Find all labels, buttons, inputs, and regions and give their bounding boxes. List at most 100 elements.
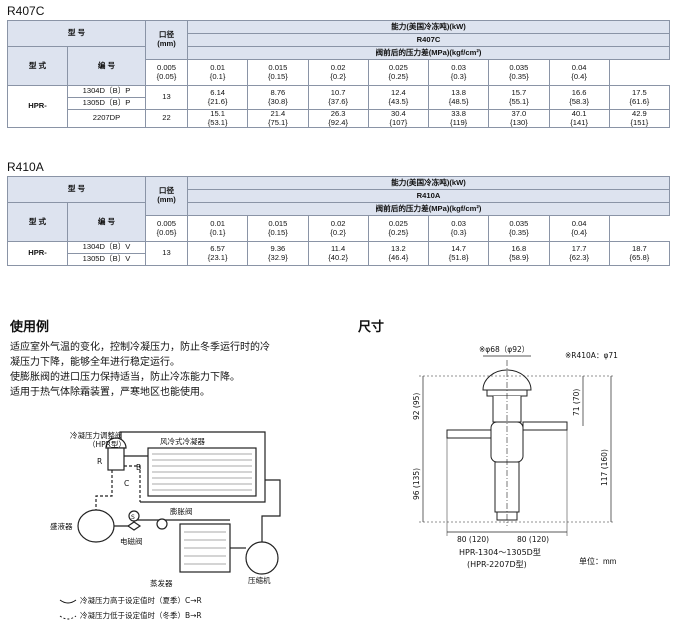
pressure-header: 0.02{0.2} [307, 59, 369, 86]
usage-line-3: 使膨胀阀的进口压力保持适当，防止冷冻能力下降。 [10, 372, 240, 383]
label-valve: 冷凝压力调整阀 [70, 430, 123, 440]
pressure-header: 0.035{0.35} [488, 59, 550, 86]
header-code: 编 号 [67, 202, 146, 242]
capacity-cell: 15.1{53.1} [186, 108, 249, 129]
port-cell: 13 [145, 241, 188, 266]
header-capacity: 能力(美国冷冻吨)(kW) [187, 176, 670, 190]
dimension-drawing: ※R410A：φ71 ※φ68（φ92） 92 (95) 96 (135) 71… [412, 345, 618, 569]
capacity-cell: 13.8{48.5} [427, 85, 490, 110]
capacity-cell: 11.4{40.2} [307, 241, 369, 266]
capacity-cell: 40.1{141} [548, 108, 610, 129]
port-cell: 22 [145, 108, 188, 129]
solenoid-mark: S [131, 514, 135, 521]
header-type: 型 式 [7, 202, 68, 242]
valve-body [107, 447, 125, 471]
header-pressure: 阀前后的压力差(MPa)(kgf/cm²) [187, 46, 670, 60]
pressure-header: 0.03{0.3} [427, 215, 490, 242]
type-cell: HPR- [7, 241, 68, 266]
dim-right-upper: 71 (70) [572, 389, 581, 416]
pressure-header: 0.03{0.3} [427, 59, 490, 86]
pressure-header: 0.04{0.4} [548, 215, 610, 242]
note-r410a: ※R410A：φ71 [565, 351, 618, 360]
capacity-cell: 6.14{21.6} [186, 85, 249, 110]
pipe-right [522, 421, 568, 431]
expansion-valve-symbol [156, 518, 168, 530]
dim-diameter: ※φ68（φ92） [479, 345, 529, 354]
pressure-header: 0.005{0.05} [145, 215, 188, 242]
label-evaporator: 蒸发器 [150, 578, 173, 588]
dim-left-upper: 92 (95) [412, 393, 421, 420]
pressure-header: 0.01{0.1} [186, 59, 249, 86]
dim-right-total: 117 (160) [600, 449, 609, 486]
usage-line-2: 凝压力下降，能够全年进行稳定运行。 [10, 357, 180, 368]
valve-dome-outline [482, 369, 532, 391]
header-code: 编 号 [67, 46, 146, 86]
pressure-header: 0.01{0.1} [186, 215, 249, 242]
pressure-header: 0.015{0.15} [247, 215, 309, 242]
header-pressure: 阀前后的压力差(MPa)(kgf/cm²) [187, 202, 670, 216]
usage-line-4: 适用于热气体除霜装置，严寒地区也能使用。 [10, 387, 210, 398]
usage-title: 使用例 [10, 320, 50, 335]
section-title-r410a: R410A [7, 160, 44, 174]
header-refrigerant: R407C [187, 33, 670, 47]
header-model: 型 号 [7, 176, 146, 203]
spec-table-r410a: 型 号 口径(mm) 能力(美国冷冻吨)(kW) R410A 型 式 编 号 阀… [7, 176, 671, 266]
pressure-header: 0.025{0.25} [367, 215, 430, 242]
pressure-header: 0.005{0.05} [145, 59, 188, 86]
dimensions-title: 尺寸 [358, 320, 385, 335]
capacity-cell: 15.7{55.1} [488, 85, 550, 110]
condenser-frame [147, 447, 257, 497]
capacity-cell: 6.57{23.1} [186, 241, 249, 266]
pressure-row: 0.005{0.05}0.01{0.1}0.015{0.15}0.02{0.2}… [8, 59, 670, 86]
valve-dome [105, 437, 127, 449]
model-caption: HPR-1304～1305D型 [459, 548, 541, 557]
usage-paragraph: 适应室外气温的变化，控制冷凝压力，防止冬季运行时的冷 凝压力下降，能够全年进行稳… [10, 340, 340, 400]
model-caption-2: (HPR-2207D型) [467, 560, 527, 569]
pressure-header: 0.02{0.2} [307, 215, 369, 242]
capacity-cell: 16.6{58.3} [548, 85, 610, 110]
pressure-header: 0.035{0.35} [488, 215, 550, 242]
capacity-cell: 12.4{43.5} [367, 85, 430, 110]
usage-line-1: 适应室外气温的变化，控制冷凝压力，防止冬季运行时的冷 [10, 342, 270, 353]
capacity-cell: 42.9{151} [608, 108, 671, 129]
solenoid-coil [128, 510, 140, 522]
pressure-row: 0.005{0.05}0.01{0.1}0.015{0.15}0.02{0.2}… [8, 215, 670, 242]
system-diagram: 冷凝压力调整阀 （HPR型） R B C 风冷式冷凝器 盛液器 S 电磁阀 膨胀… [50, 430, 281, 620]
compressor-body [245, 541, 279, 575]
code-cell: 1305D〔B〕P [67, 97, 146, 110]
label-valve-sub: （HPR型） [88, 440, 126, 449]
code-cell: 1305D〔B〕V [67, 253, 146, 266]
capacity-cell: 30.4{107} [367, 108, 430, 129]
capacity-cell: 8.76{30.8} [247, 85, 309, 110]
dim-bottom-right: 80 (120) [517, 535, 549, 544]
capacity-cell: 14.7{51.8} [427, 241, 490, 266]
capacity-cell: 33.8{119} [427, 108, 490, 129]
header-type: 型 式 [7, 46, 68, 86]
header-port: 口径(mm) [145, 20, 188, 60]
label-solenoid: 电磁阀 [120, 536, 143, 546]
code-cell: 2207DP [67, 108, 146, 129]
header-port: 口径(mm) [145, 176, 188, 216]
label-port-c: C [124, 479, 129, 488]
pipe-left [446, 429, 492, 439]
capacity-cell: 16.8{58.9} [488, 241, 550, 266]
table-row: 1305D〔B〕V [8, 253, 670, 266]
capacity-cell: 9.36{32.9} [247, 241, 309, 266]
code-cell: 1304D〔B〕V [67, 241, 146, 254]
legend-winter: 冷凝压力低于设定值时（冬季）B→R [80, 610, 202, 620]
pressure-header: 0.04{0.4} [548, 59, 610, 86]
capacity-cell: 21.4{75.1} [247, 108, 309, 129]
capacity-cell: 17.5{61.6} [608, 85, 671, 110]
dim-bottom-left: 80 (120) [457, 535, 489, 544]
type-cell: HPR- [7, 84, 68, 129]
section-title-r407c: R407C [7, 4, 45, 18]
header-refrigerant: R410A [187, 189, 670, 203]
pipe-return [140, 480, 266, 503]
capacity-cell: 17.7{62.3} [548, 241, 610, 266]
capacity-cell: 13.2{46.4} [367, 241, 430, 266]
pressure-header: 0.025{0.25} [367, 59, 430, 86]
unit-label: 单位：mm [579, 557, 617, 566]
header-model: 型 号 [7, 20, 146, 47]
